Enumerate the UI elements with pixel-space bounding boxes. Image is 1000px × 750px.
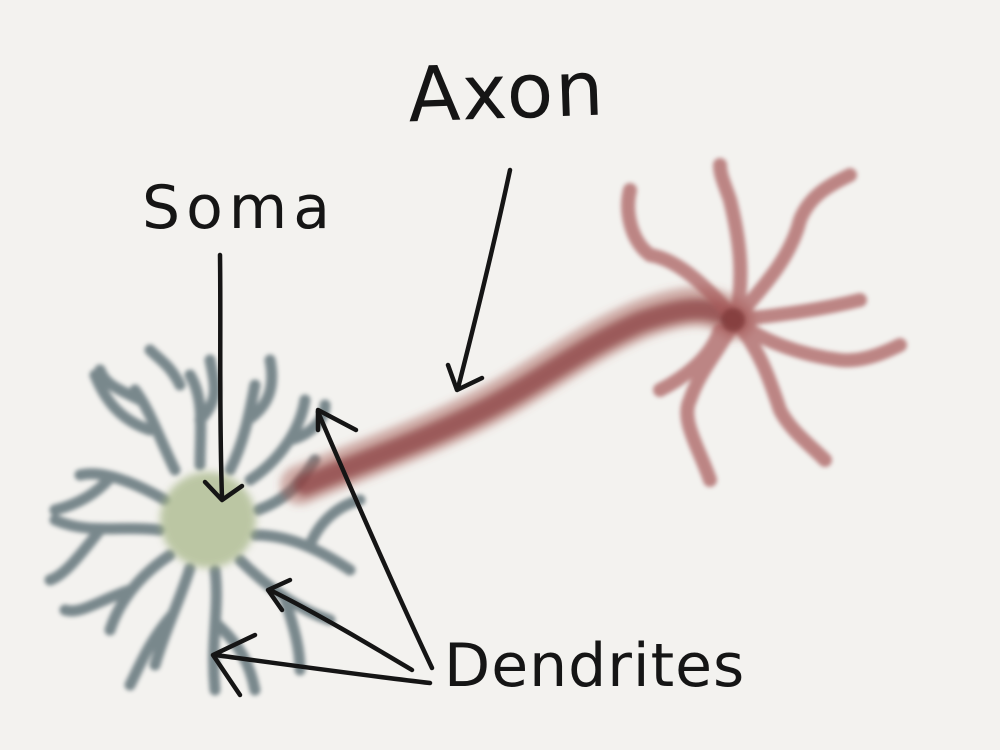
dendrite-branch (59, 549, 176, 636)
axon-arrow (455, 167, 513, 391)
dendrite-branch (244, 394, 331, 486)
dendrite-arrow-3 (212, 652, 433, 686)
soma-body (160, 472, 256, 568)
dendrite-arrow-2 (267, 587, 415, 673)
dendrite-branch (89, 369, 181, 476)
dendrite-branch (208, 564, 261, 696)
soma-arrow (217, 252, 225, 501)
dendrites-label: Dendrites (444, 631, 746, 701)
soma-arrow-head (202, 479, 245, 503)
dendrite-branch (184, 354, 220, 471)
dendrite-branch (49, 468, 171, 516)
annotation-arrows (202, 167, 513, 698)
axon-arrow-head (445, 362, 485, 393)
soma-label: Soma (142, 173, 337, 243)
dendrite-branch (94, 344, 186, 406)
axon-shaft (280, 286, 755, 505)
dendrite-arrow-1 (315, 409, 435, 671)
axon-terminal-node (721, 308, 745, 332)
axon-label: Axon (406, 43, 607, 140)
dendrite-arrow-1-head (315, 407, 359, 433)
axon-terminal (621, 158, 907, 487)
dendrite-branch (224, 354, 278, 476)
dendrite-arrow-2-head (265, 577, 293, 613)
dendrite-branch (124, 562, 196, 691)
dendrite-branch (44, 514, 166, 586)
dendrite-arrow-3-head (210, 632, 258, 698)
